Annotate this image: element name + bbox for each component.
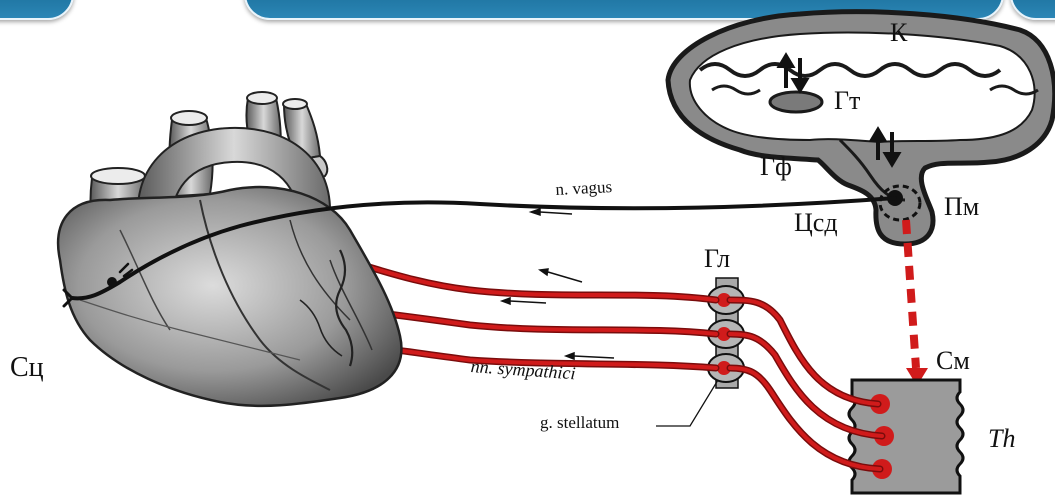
label-hypothalamus: Гт [834,86,860,116]
label-medulla: Пм [944,192,979,222]
label-cortex: К [890,18,907,48]
direction-arrows [502,209,614,359]
stellate-leader-line [656,380,718,426]
label-cardio-center: Цсд [794,208,838,238]
hypothalamus-oval [770,92,822,112]
label-vagus: n. vagus [555,177,613,200]
label-pituitary: Гф [760,152,792,182]
label-ganglion: Гл [704,244,730,274]
label-spinal-cord: См [936,346,970,376]
brain [668,12,1055,244]
label-heart: Сц [10,352,44,384]
label-stellate: g. stellatum [540,413,619,433]
heart-illustration [58,92,401,406]
label-thoracic: Th [988,424,1015,454]
